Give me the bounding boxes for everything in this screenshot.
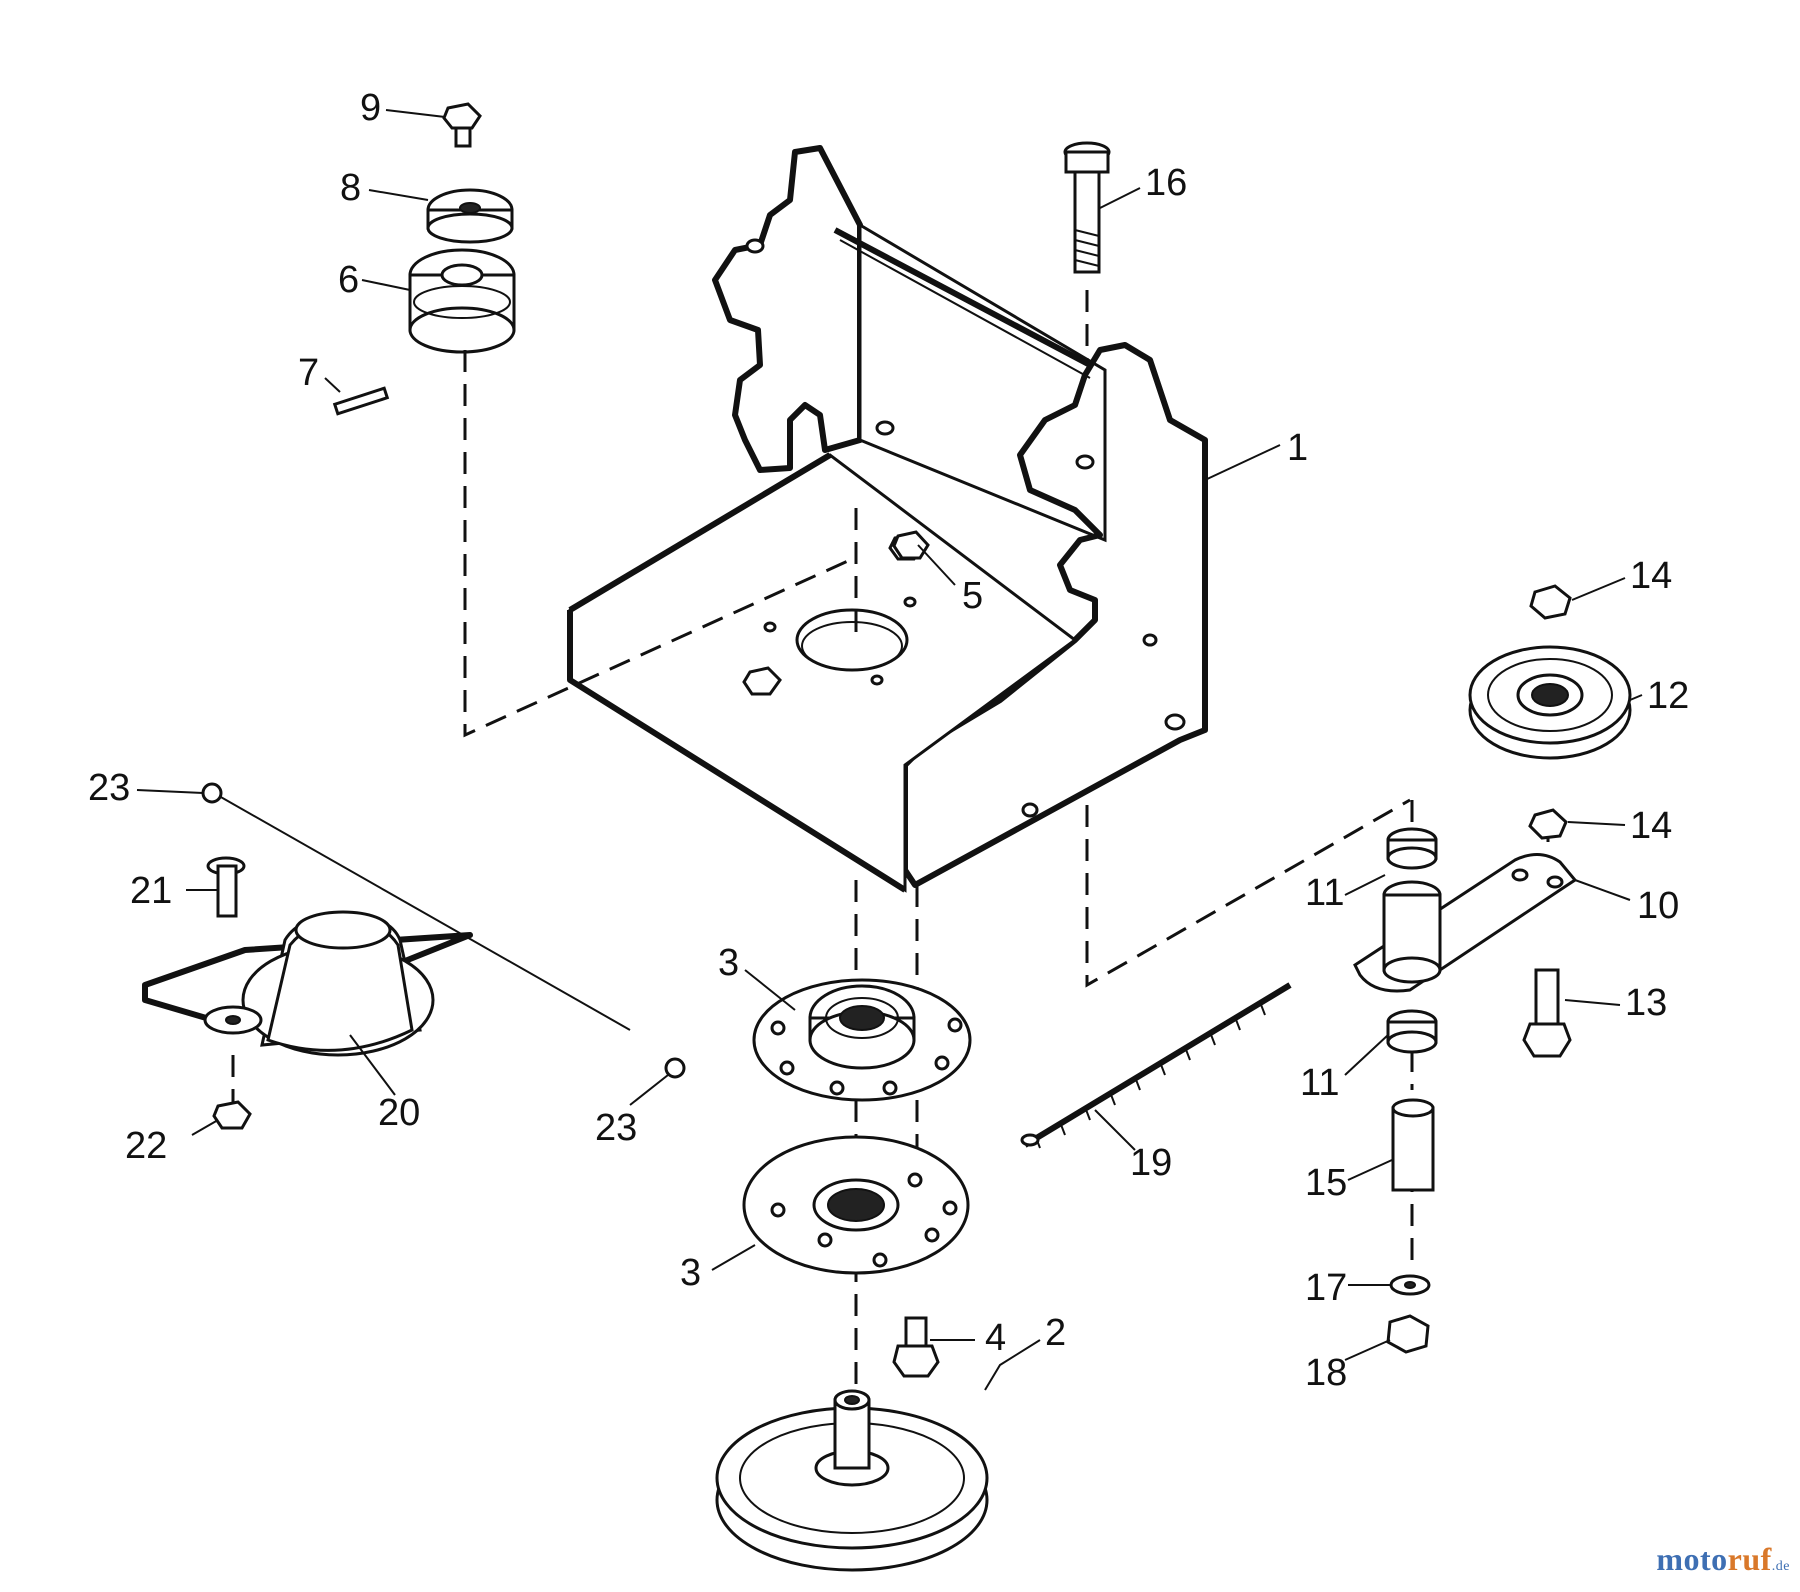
callout-19: 19 xyxy=(1130,1142,1172,1184)
callout-10: 10 xyxy=(1637,885,1679,927)
bracket-housing-part xyxy=(567,145,1208,893)
callout-9: 9 xyxy=(360,87,381,129)
callout-2: 2 xyxy=(1045,1312,1066,1354)
callout-18: 18 xyxy=(1305,1352,1347,1394)
watermark-logo: motoruf.de xyxy=(1656,1541,1790,1578)
part-3-bearing-flange-upper xyxy=(752,978,972,1102)
upper-pulley-stack xyxy=(332,102,516,416)
watermark-brand-a: moto xyxy=(1656,1541,1728,1577)
callout-5: 5 xyxy=(962,575,983,617)
callout-23-top: 23 xyxy=(88,767,130,809)
callout-11-lower: 11 xyxy=(1300,1062,1339,1104)
part-22-nut xyxy=(212,1100,252,1130)
callout-6: 6 xyxy=(338,259,359,301)
part-9-bolt xyxy=(442,102,482,130)
callout-22: 22 xyxy=(125,1125,167,1167)
callout-8: 8 xyxy=(340,167,361,209)
part-14-nut-top xyxy=(1529,584,1572,620)
part-3-bearing-flange-lower xyxy=(742,1135,970,1275)
callout-3-lower: 3 xyxy=(680,1252,701,1294)
part-15-spacer xyxy=(1391,1106,1435,1192)
callout-15: 15 xyxy=(1305,1162,1347,1204)
callout-16: 16 xyxy=(1145,162,1187,204)
callout-14-upper: 14 xyxy=(1630,555,1672,597)
part-4-bolt xyxy=(892,1316,940,1378)
part-2-large-pulley xyxy=(715,1389,989,1572)
watermark-brand-b: ruf xyxy=(1727,1541,1772,1577)
callout-12: 12 xyxy=(1647,675,1689,717)
part-23-nut-bottom xyxy=(664,1057,686,1079)
callout-17: 17 xyxy=(1305,1267,1347,1309)
part-23-nut-top xyxy=(201,782,223,804)
callout-23-bottom: 23 xyxy=(595,1107,637,1149)
callout-1: 1 xyxy=(1287,427,1308,469)
callout-7: 7 xyxy=(298,352,319,394)
callout-numbers: 1 2 3 3 4 5 6 7 8 9 10 11 11 12 13 14 14… xyxy=(88,87,1689,1394)
leader-lines xyxy=(136,109,1643,1391)
callout-13: 13 xyxy=(1625,982,1667,1024)
part-18-nut xyxy=(1386,1314,1430,1354)
part-13-bolt xyxy=(1534,968,1560,1026)
part-7-pin xyxy=(332,386,390,416)
callout-11-upper: 11 xyxy=(1305,872,1344,914)
part-14-nut-bottom xyxy=(1528,808,1568,840)
callout-14-lower: 14 xyxy=(1630,805,1672,847)
part-5-nut xyxy=(892,530,930,560)
part-19-spring xyxy=(1020,982,1292,1149)
callout-20: 20 xyxy=(378,1092,420,1134)
callout-3-upper: 3 xyxy=(718,942,739,984)
watermark-suffix: .de xyxy=(1771,1559,1790,1574)
callout-21: 21 xyxy=(130,870,172,912)
idler-arm-assembly xyxy=(1353,584,1632,1354)
part-16-bolt xyxy=(1063,141,1111,274)
motor-mount-assembly xyxy=(142,782,686,1130)
callout-4: 4 xyxy=(985,1317,1006,1359)
